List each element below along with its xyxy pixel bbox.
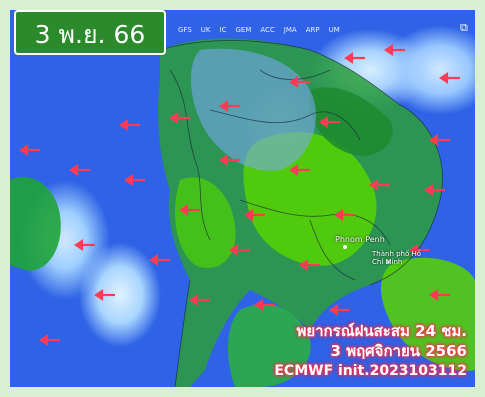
share-icon[interactable]: ⧉ (460, 21, 468, 34)
wind-arrow (319, 115, 340, 129)
wind-arrow (429, 133, 450, 147)
wind-arrow (124, 173, 145, 187)
model-jma[interactable]: JMA (283, 26, 297, 34)
land-layer (10, 38, 475, 387)
wind-arrow (369, 178, 390, 192)
rain-band-3 (175, 177, 236, 269)
wind-arrow (424, 183, 445, 197)
city-marker-phnom-penh (343, 245, 347, 249)
wind-arrow (19, 143, 40, 157)
model-selector-bar: GFS UK IC GEM ACC JMA ARP UM (178, 22, 340, 38)
wind-arrow (74, 238, 95, 252)
wind-arrow (334, 208, 355, 222)
rain-band-4 (380, 257, 475, 371)
wind-arrow (289, 163, 310, 177)
wind-arrow (94, 288, 115, 302)
model-gem[interactable]: GEM (235, 26, 252, 34)
forecast-model-init: ECMWF init.2023103112 (274, 363, 467, 379)
wind-arrow (119, 118, 140, 132)
wind-arrow (39, 333, 60, 347)
wind-arrow (384, 43, 405, 57)
model-acc[interactable]: ACC (260, 26, 275, 34)
wind-arrow (254, 298, 275, 312)
forecast-title: พยากรณ์ฝนสะสม 24 ชม. (296, 322, 467, 340)
model-uk[interactable]: UK (200, 26, 211, 34)
rain-band-2 (309, 87, 393, 156)
model-gfs[interactable]: GFS (178, 26, 192, 34)
model-um[interactable]: UM (328, 26, 340, 34)
wind-arrow (219, 99, 240, 113)
rain-band-5 (10, 176, 61, 271)
wind-arrow (189, 293, 210, 307)
wind-arrow (69, 163, 90, 177)
wind-arrow (439, 71, 460, 85)
forecast-caption: พยากรณ์ฝนสะสม 24 ชม. 3 พฤศจิกายน 2566 EC… (274, 321, 467, 381)
model-arp[interactable]: ARP (305, 26, 320, 34)
wind-arrow (179, 203, 200, 217)
wind-arrow (429, 288, 450, 302)
wind-arrow (219, 153, 240, 167)
wind-arrow (289, 75, 310, 89)
wind-arrow (299, 258, 320, 272)
wind-arrows (19, 43, 460, 347)
wind-arrow (344, 51, 365, 65)
wind-arrow (229, 243, 250, 257)
wind-arrow (329, 303, 350, 317)
wind-arrow (244, 208, 265, 222)
wind-arrow (409, 243, 430, 257)
date-badge: 3 พ.ย. 66 (14, 10, 166, 55)
forecast-date: 3 พฤศจิกายน 2566 (330, 342, 467, 360)
wind-arrow (169, 111, 190, 125)
model-ic[interactable]: IC (219, 26, 227, 34)
rain-forecast-map[interactable]: GFS UK IC GEM ACC JMA ARP UM ⧉ Phnom Pen… (10, 10, 475, 387)
city-marker-hcmc (386, 260, 390, 264)
country-borders (159, 40, 443, 387)
wind-arrow (149, 253, 170, 267)
city-label-phnom-penh: Phnom Penh (335, 235, 385, 244)
rain-band-6 (228, 304, 311, 387)
city-label-hcmc: Thành phố Hồ Chí Minh (372, 250, 422, 266)
